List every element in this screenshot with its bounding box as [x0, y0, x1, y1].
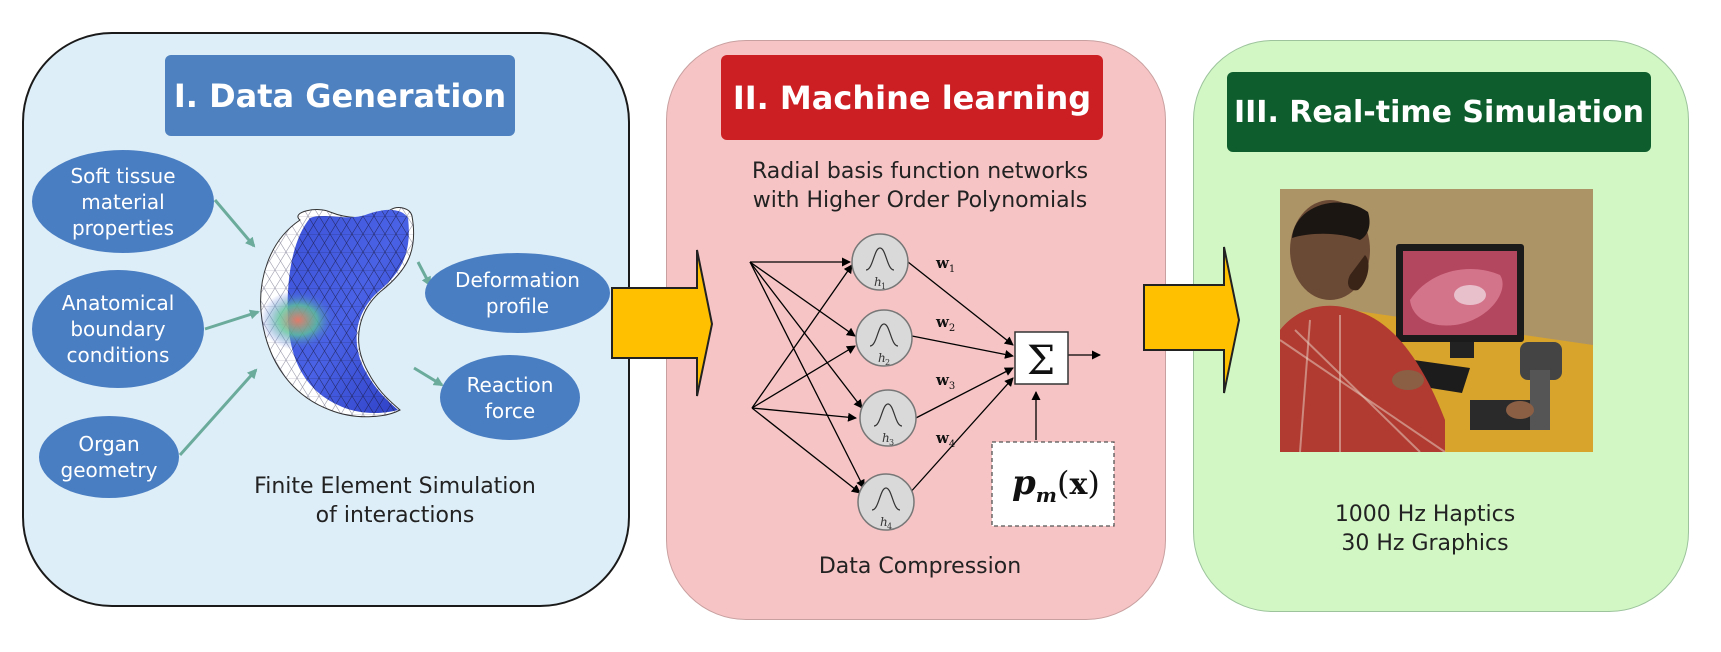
- weight-w2: w2: [935, 313, 955, 334]
- hidden-node-2: h 2: [855, 309, 913, 367]
- block-arrow-1: [611, 249, 714, 397]
- block-arrow-2: [1143, 246, 1241, 394]
- svg-text:h: h: [882, 431, 890, 445]
- rbf-network: [749, 257, 1101, 496]
- svg-text:2: 2: [885, 358, 890, 367]
- weight-w3: w3: [935, 371, 955, 392]
- svg-text:pm(x): pm(x): [1012, 463, 1100, 507]
- svg-text:h: h: [878, 351, 886, 365]
- svg-text:h: h: [880, 515, 888, 529]
- surgical-simulator-photo: [1279, 189, 1593, 453]
- sum-node: Σ: [1014, 331, 1069, 385]
- weight-w4: w4: [935, 429, 955, 450]
- weight-labels: w1 w2 w3 w4: [935, 254, 955, 450]
- hidden-node-1: h 1: [851, 233, 909, 291]
- title-machine-learning: II. Machine learning: [721, 55, 1103, 140]
- hidden-node-4: h 4: [857, 473, 915, 531]
- svg-text:h: h: [874, 275, 882, 289]
- hidden-node-3: h 3: [859, 389, 917, 447]
- caption-data-compression: Data Compression: [818, 554, 1022, 579]
- svg-text:3: 3: [889, 438, 894, 447]
- weight-w1: w1: [935, 254, 955, 275]
- organ-mesh-image: [260, 207, 415, 418]
- sum-symbol: Σ: [1027, 338, 1055, 384]
- polynomial-term: pm(x): [991, 441, 1115, 527]
- title-data-generation: I. Data Generation: [165, 55, 515, 136]
- title-real-time-simulation: III. Real-time Simulation: [1227, 72, 1651, 152]
- svg-text:1: 1: [881, 282, 886, 291]
- svg-text:4: 4: [887, 522, 892, 531]
